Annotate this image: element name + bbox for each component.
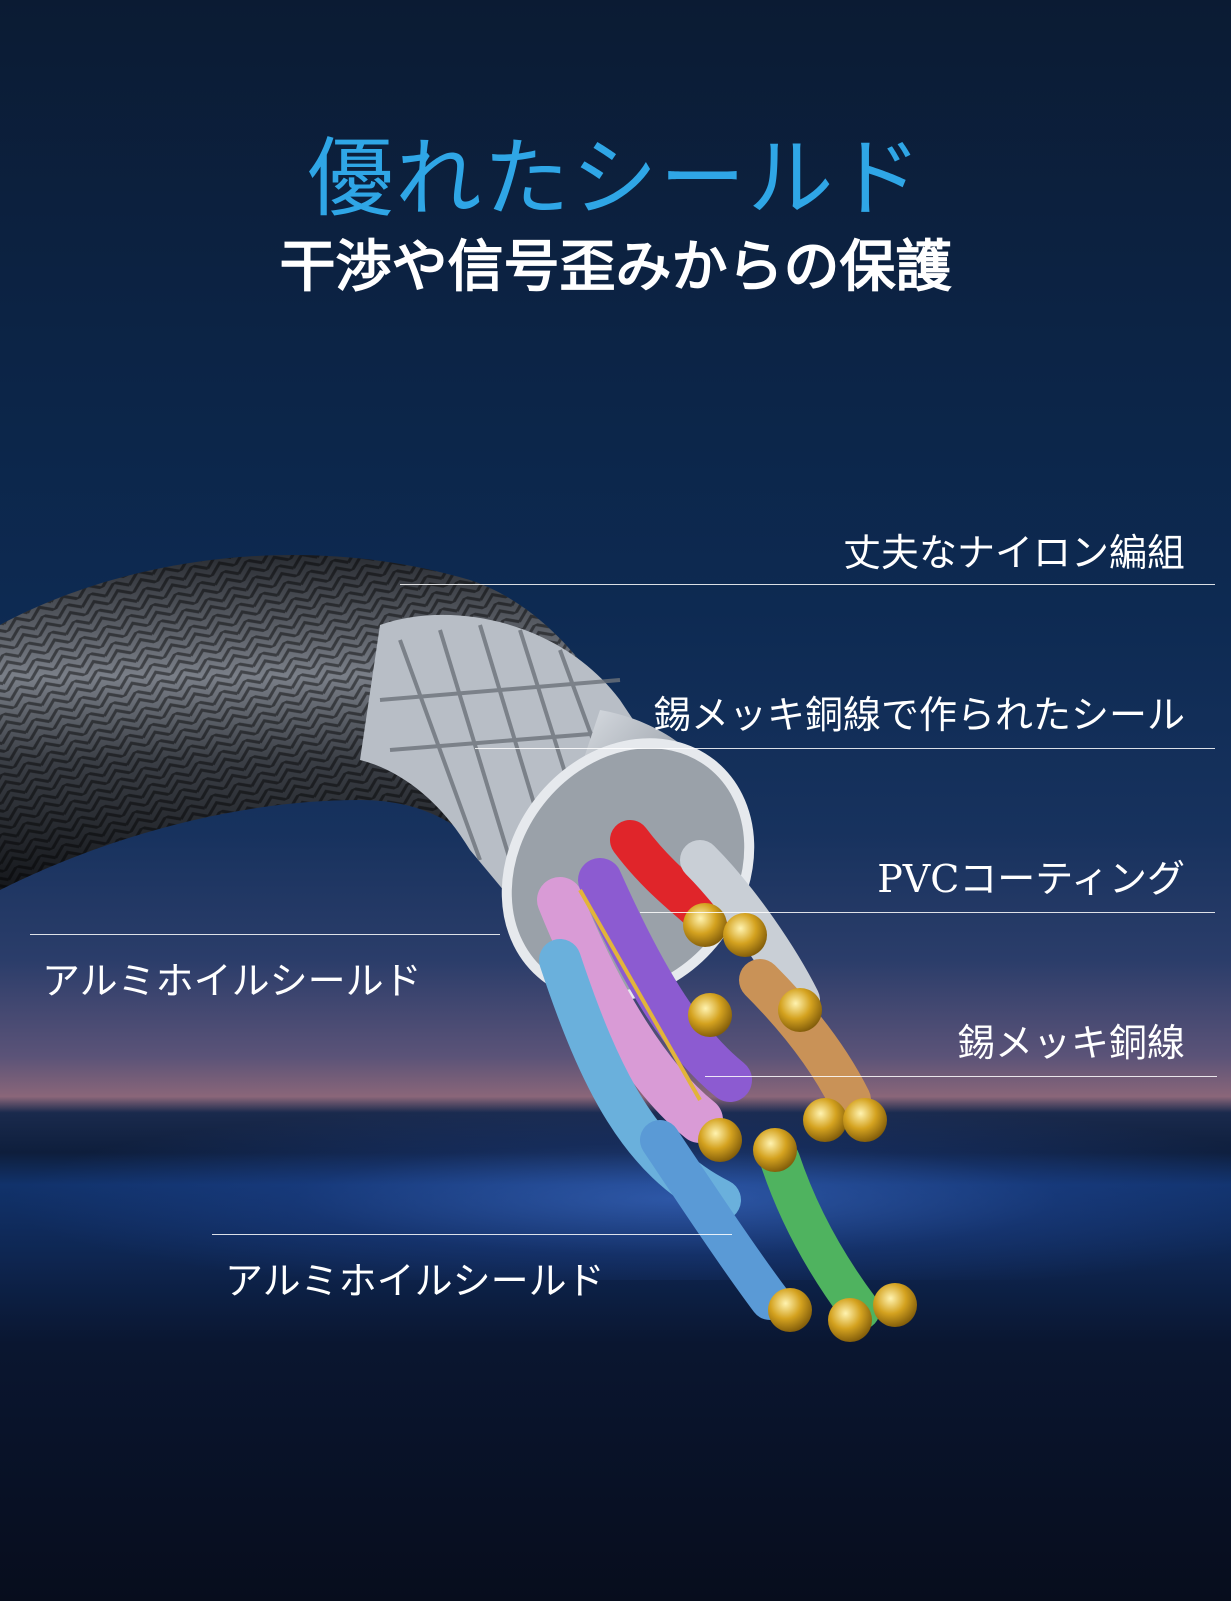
page-subtitle: 干渉や信号歪みからの保護 <box>279 234 952 300</box>
callout-line-nylon-braid <box>400 584 1215 585</box>
callout-tinned-shield: 錫メッキ銅線で作られたシール <box>652 693 1185 737</box>
callout-line-foil-shield-inner <box>212 1234 732 1235</box>
callout-nylon-braid: 丈夫なナイロン編組 <box>842 531 1185 575</box>
callout-pvc-coating: PVCコーティング <box>877 857 1185 901</box>
callout-line-pvc-coating <box>640 912 1215 913</box>
callout-foil-shield-inner: アルミホイルシールド <box>225 1259 605 1303</box>
callout-line-foil-shield-outer <box>30 934 500 935</box>
callout-foil-shield-outer: アルミホイルシールド <box>42 959 422 1003</box>
callout-line-tinned-copper <box>705 1076 1217 1077</box>
callout-line-tinned-shield <box>475 748 1215 749</box>
callout-tinned-copper: 錫メッキ銅線 <box>956 1021 1185 1065</box>
page-title: 優れたシールド <box>307 129 924 229</box>
